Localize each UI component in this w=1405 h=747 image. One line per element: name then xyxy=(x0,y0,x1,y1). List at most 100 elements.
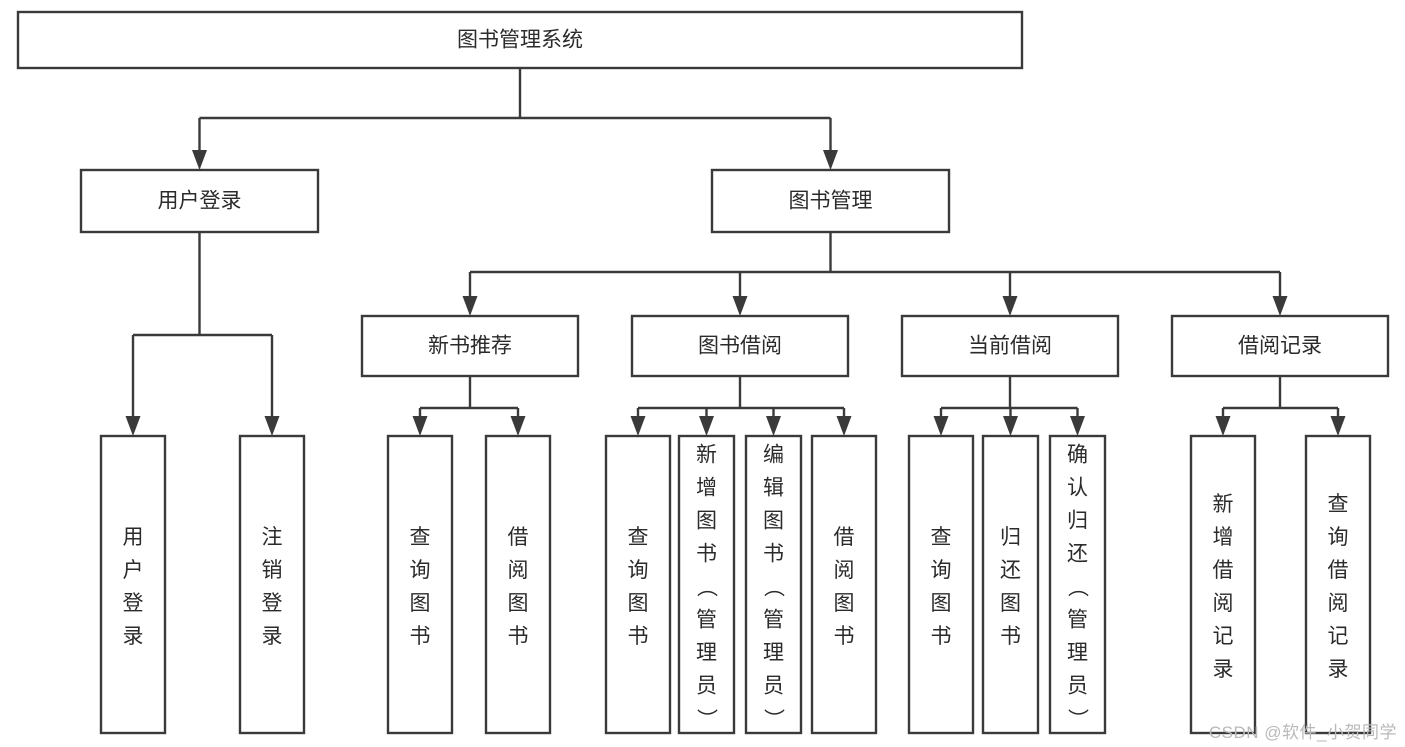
node-box[interactable] xyxy=(900,314,1120,378)
svg-text:）: ） xyxy=(1066,708,1089,729)
svg-text:阅: 阅 xyxy=(834,559,855,582)
svg-text:用: 用 xyxy=(123,526,144,549)
svg-text:理: 理 xyxy=(1067,642,1088,665)
svg-text:销: 销 xyxy=(262,559,283,582)
node-box[interactable] xyxy=(810,434,878,735)
arrow-head-icon xyxy=(1002,296,1018,316)
node-box[interactable] xyxy=(981,434,1040,735)
svg-text:登: 登 xyxy=(123,592,144,615)
node-box[interactable] xyxy=(16,10,1024,70)
svg-text:查: 查 xyxy=(628,526,649,549)
node-label: 新书推荐 xyxy=(428,335,512,358)
node-box[interactable] xyxy=(1189,434,1257,735)
svg-text:归: 归 xyxy=(1067,510,1088,533)
arrow-head-icon xyxy=(1070,416,1085,436)
svg-text:询: 询 xyxy=(1328,526,1349,549)
svg-text:理: 理 xyxy=(696,642,717,665)
node-box[interactable] xyxy=(677,434,736,735)
svg-text:登: 登 xyxy=(262,592,283,615)
svg-text:员: 员 xyxy=(1067,675,1088,698)
node-box[interactable] xyxy=(360,314,580,378)
node-box[interactable] xyxy=(604,434,672,735)
svg-text:理: 理 xyxy=(763,642,784,665)
svg-text:（: （ xyxy=(762,576,785,597)
node-borrow-record[interactable]: 借阅记录 xyxy=(1170,314,1390,378)
node-layer: 图书管理系统用户登录图书管理新书推荐图书借阅当前借阅借阅记录用户登录注销登录查询… xyxy=(16,10,1390,735)
svg-text:书: 书 xyxy=(763,543,784,566)
arrow-head-icon xyxy=(699,416,714,436)
node-box[interactable] xyxy=(79,168,320,234)
node-box[interactable] xyxy=(1048,434,1107,735)
arrow-head-icon xyxy=(412,416,428,436)
node-book-manage[interactable]: 图书管理 xyxy=(710,168,951,234)
arrow-head-icon xyxy=(192,150,207,170)
node-root-system[interactable]: 图书管理系统 xyxy=(16,10,1024,70)
svg-text:确: 确 xyxy=(1067,444,1088,467)
svg-text:图: 图 xyxy=(1000,592,1021,615)
node-new-book-rec[interactable]: 新书推荐 xyxy=(360,314,580,378)
svg-text:增: 增 xyxy=(696,477,717,500)
arrow-head-icon xyxy=(264,416,280,436)
svg-text:书: 书 xyxy=(834,625,855,648)
svg-text:书: 书 xyxy=(628,625,649,648)
svg-text:）: ） xyxy=(695,708,718,729)
arrow-head-icon xyxy=(462,296,478,316)
node-current-borrow[interactable]: 当前借阅 xyxy=(900,314,1120,378)
node-box[interactable] xyxy=(386,434,454,735)
node-box[interactable] xyxy=(907,434,975,735)
node-box[interactable] xyxy=(744,434,803,735)
svg-text:书: 书 xyxy=(1000,625,1021,648)
node-leaf-user-login[interactable]: 用户登录 xyxy=(99,434,167,735)
svg-text:书: 书 xyxy=(931,625,952,648)
node-box[interactable] xyxy=(99,434,167,735)
svg-text:还: 还 xyxy=(1000,559,1021,582)
connector-layer xyxy=(125,68,1346,436)
node-user-login[interactable]: 用户登录 xyxy=(79,168,320,234)
node-book-borrow[interactable]: 图书借阅 xyxy=(630,314,850,378)
node-box[interactable] xyxy=(238,434,306,735)
svg-text:借: 借 xyxy=(508,526,529,549)
svg-text:（: （ xyxy=(695,576,718,597)
node-box[interactable] xyxy=(630,314,850,378)
svg-text:新: 新 xyxy=(696,444,717,467)
arrow-head-icon xyxy=(766,416,781,436)
node-box[interactable] xyxy=(1170,314,1390,378)
svg-text:书: 书 xyxy=(410,625,431,648)
node-box[interactable] xyxy=(484,434,552,735)
svg-text:查: 查 xyxy=(1328,493,1349,516)
node-label: 当前借阅 xyxy=(968,335,1052,358)
svg-text:查: 查 xyxy=(931,526,952,549)
svg-text:记: 记 xyxy=(1328,625,1349,648)
node-box[interactable] xyxy=(1304,434,1372,735)
svg-text:新: 新 xyxy=(1213,493,1234,516)
svg-text:录: 录 xyxy=(262,625,283,648)
svg-text:阅: 阅 xyxy=(508,559,529,582)
svg-text:图: 图 xyxy=(834,592,855,615)
csdn-watermark: CSDN @软件_小贺同学 xyxy=(1208,723,1397,742)
node-box[interactable] xyxy=(710,168,951,234)
arrow-head-icon xyxy=(1272,296,1288,316)
svg-text:注: 注 xyxy=(262,526,283,549)
arrow-head-icon xyxy=(1215,416,1231,436)
